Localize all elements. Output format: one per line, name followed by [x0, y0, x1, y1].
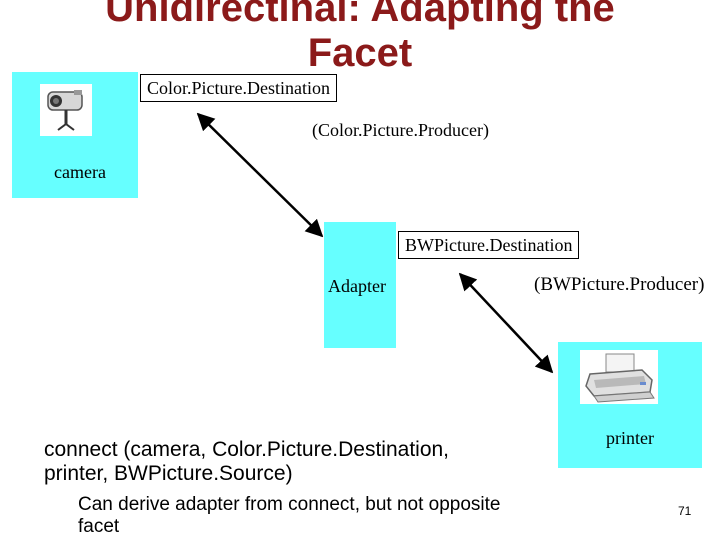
adapter-label: Adapter [328, 276, 386, 296]
adapter-printer-arrow [458, 272, 554, 374]
camera-label: camera [54, 162, 106, 182]
bullet-main: connect (camera, Color.Picture.Destinati… [18, 438, 514, 486]
adapter-box [324, 222, 396, 348]
color-destination-label: Color.Picture.Destination [140, 74, 337, 102]
bullet-sub-text: Can derive adapter from connect, but not… [78, 494, 501, 537]
camera-adapter-arrow [196, 112, 324, 238]
bw-producer-label: (BWPicture.Producer) [534, 274, 705, 295]
bullet-main-text: connect (camera, Color.Picture.Destinati… [44, 438, 450, 485]
bullet-sub: Can derive adapter from connect, but not… [56, 494, 508, 538]
camera-icon [40, 84, 92, 136]
printer-label: printer [606, 428, 654, 448]
color-producer-label: (Color.Picture.Producer) [312, 120, 489, 140]
bw-destination-label: BWPicture.Destination [398, 231, 580, 259]
slide-title-line-2: Facet [307, 31, 413, 75]
slide-title-line-1: Unidirectinal: Adapting the [105, 0, 615, 30]
printer-icon [580, 350, 658, 404]
page-number: 71 [678, 504, 692, 518]
